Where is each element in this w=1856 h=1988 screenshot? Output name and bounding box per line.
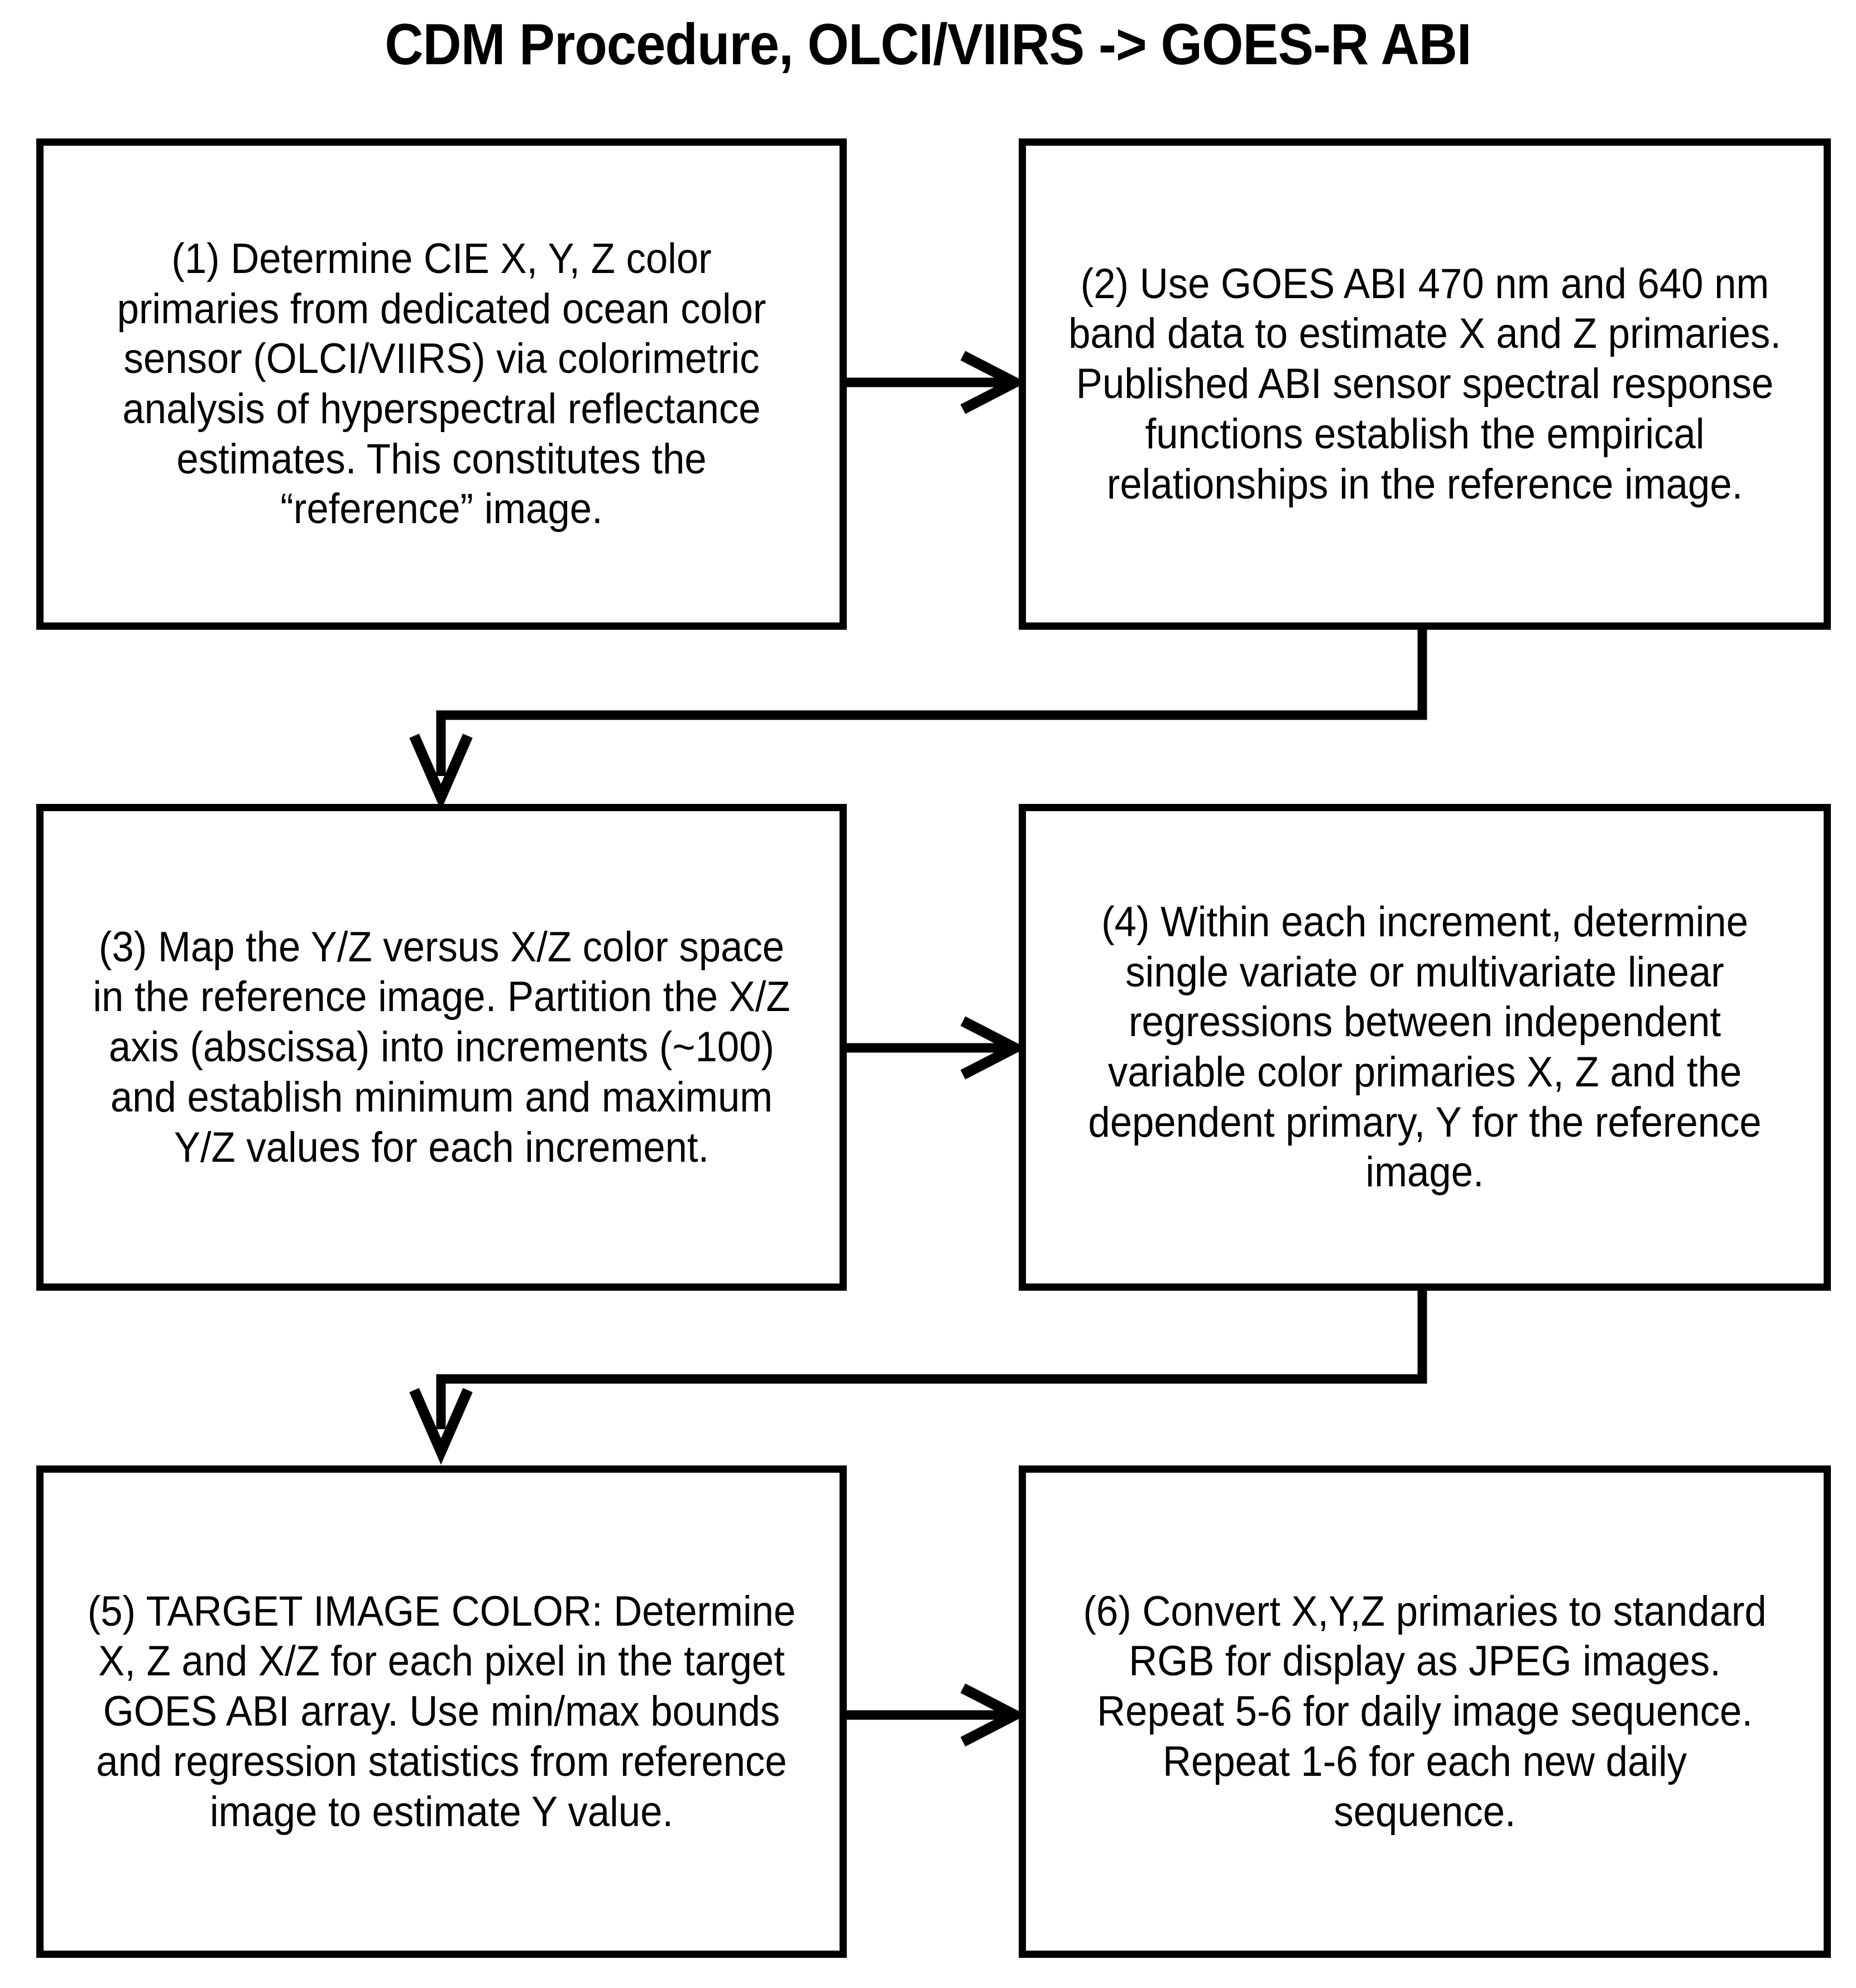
flow-box-6[interactable]: (6) Convert X,Y,Z primaries to standard … [1019, 1465, 1831, 1958]
flow-box-1-text: (1) Determine CIE X, Y, Z color primarie… [117, 234, 766, 533]
flow-box-3-text: (3) Map the Y/Z versus X/Z color space i… [93, 923, 790, 1171]
flow-box-3[interactable]: (3) Map the Y/Z versus X/Z color space i… [36, 804, 847, 1291]
flow-box-2-text: (2) Use GOES ABI 470 nm and 640 nm band … [1068, 260, 1781, 508]
flow-box-4[interactable]: (4) Within each increment, determine sin… [1019, 804, 1831, 1291]
flow-box-5-text: (5) TARGET IMAGE COLOR: Determine X, Z a… [87, 1587, 796, 1836]
connector-3-to-4 [847, 1016, 1027, 1080]
flow-box-5[interactable]: (5) TARGET IMAGE COLOR: Determine X, Z a… [36, 1465, 847, 1958]
connector-4-to-5 [409, 1291, 1427, 1465]
page-title: CDM Procedure, OLCI/VIIRS -> GOES-R ABI [385, 12, 1471, 77]
flow-box-1[interactable]: (1) Determine CIE X, Y, Z color primarie… [36, 138, 847, 630]
connector-5-to-6 [847, 1683, 1027, 1747]
connector-2-to-3 [409, 630, 1427, 811]
flow-box-2[interactable]: (2) Use GOES ABI 470 nm and 640 nm band … [1019, 138, 1831, 630]
flow-box-4-text: (4) Within each increment, determine sin… [1088, 898, 1762, 1196]
flow-box-6-text: (6) Convert X,Y,Z primaries to standard … [1083, 1587, 1767, 1836]
connector-1-to-2 [847, 351, 1027, 414]
